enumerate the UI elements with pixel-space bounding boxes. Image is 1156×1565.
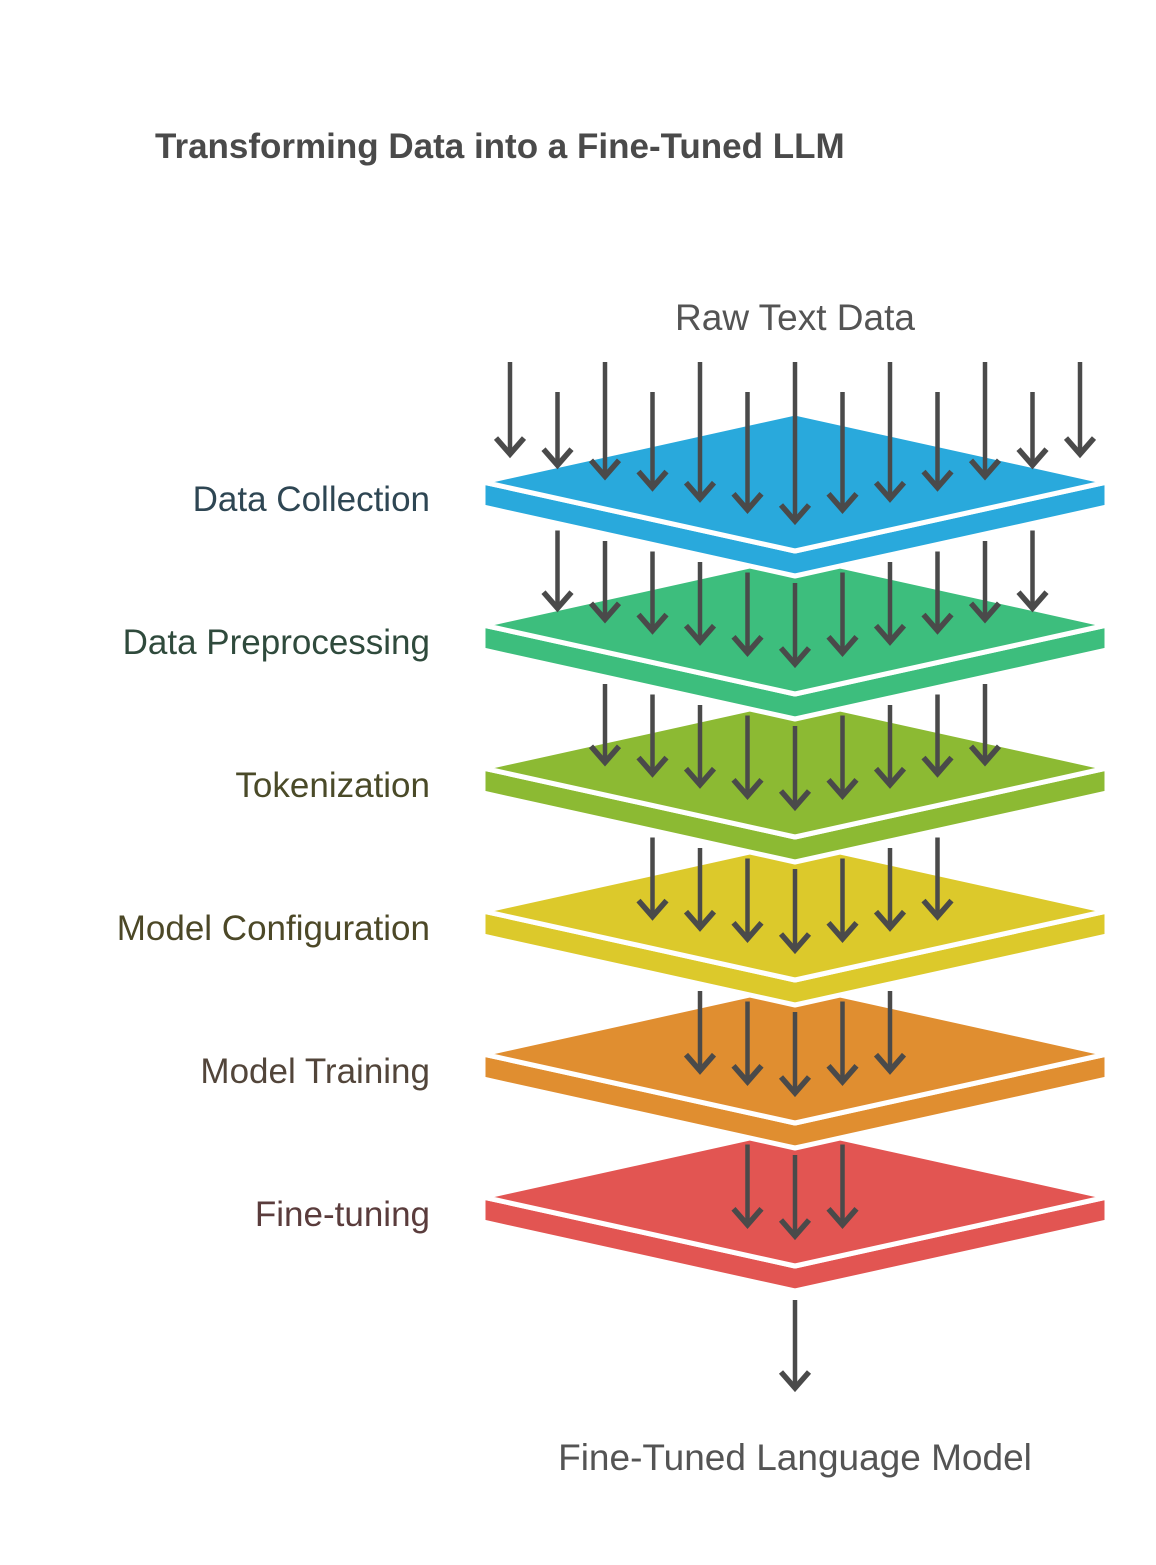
layer-label-model-configuration: Model Configuration [117, 909, 430, 948]
layer-stack [480, 362, 1110, 1393]
layer-label-model-training: Model Training [200, 1052, 430, 1091]
layer-label-data-preprocessing: Data Preprocessing [123, 623, 430, 662]
page-title: Transforming Data into a Fine-Tuned LLM [155, 127, 845, 166]
layer-label-data-collection: Data Collection [193, 480, 430, 519]
source-label: Raw Text Data [675, 297, 915, 338]
layer-label-tokenization: Tokenization [235, 766, 430, 805]
result-label: Fine-Tuned Language Model [558, 1437, 1032, 1478]
layer-label-fine-tuning: Fine-tuning [255, 1195, 430, 1234]
